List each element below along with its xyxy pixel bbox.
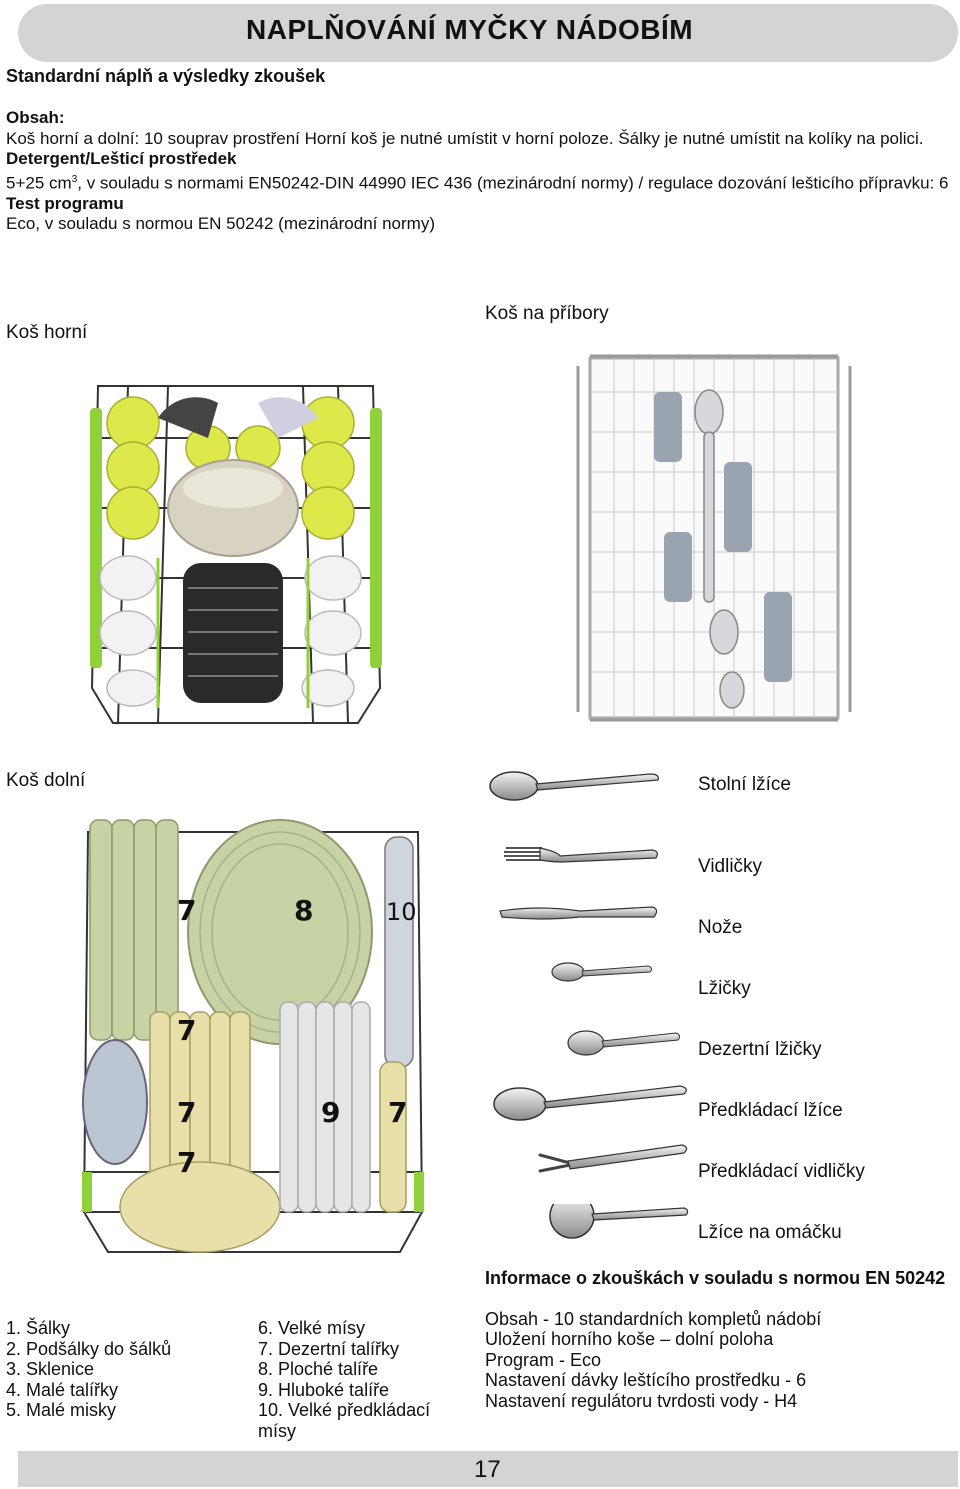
lower-basket-number-8: 8 <box>294 894 313 927</box>
test-info-block: Informace o zkouškách v souladu s normou… <box>485 1268 955 1411</box>
upper-basket-illustration <box>90 385 382 724</box>
legend-item: 8. Ploché talíře <box>258 1359 379 1379</box>
legend-right: 6. Velké mísy 7. Dezertní talířky 8. Plo… <box>258 1318 468 1441</box>
cutlery-label: Nože <box>698 917 743 938</box>
cutlery-label: Lžičky <box>698 978 751 999</box>
test-info-line: Nastavení regulátoru tvrdosti vody - H4 <box>485 1390 798 1411</box>
serving-fork-icon <box>538 1144 688 1173</box>
lower-basket-number-7-a: 7 <box>177 894 196 927</box>
legend-item: 6. Velké mísy <box>258 1318 366 1338</box>
detergent-text: 5+25 cm3, v souladu s normami EN50242-DI… <box>6 170 954 194</box>
test-info-line: Program - Eco <box>485 1349 602 1370</box>
test-info-title: Informace o zkouškách v souladu s normou… <box>485 1268 946 1288</box>
cutlery-item-serving-fork: Předkládací vidličky <box>480 1143 960 1201</box>
cutlery-item-ladle: Lžíce na omáčku <box>480 1204 960 1262</box>
contents-heading: Obsah: <box>6 108 65 127</box>
serving-spoon-icon <box>493 1085 687 1121</box>
cutlery-label: Stolní lžíce <box>698 774 791 795</box>
lower-basket-number-7-b: 7 <box>177 1014 196 1047</box>
cutlery-label: Předkládací vidličky <box>698 1161 865 1182</box>
cutlery-basket-label: Koš na příbory <box>485 303 609 324</box>
cutlery-item-table-spoon: Stolní lžíce <box>480 756 960 814</box>
cutlery-basket-illustration <box>576 354 852 722</box>
legend-item: 1. Šálky <box>6 1318 71 1338</box>
fork-icon <box>504 847 658 863</box>
legend-item: 4. Malé talířky <box>6 1379 119 1400</box>
intro-section: Obsah: Koš horní a dolní: 10 souprav pro… <box>6 108 954 235</box>
upper-basket-label: Koš horní <box>6 322 88 343</box>
lower-basket-number-7-e: 7 <box>177 1146 196 1179</box>
legend-item: 7. Dezertní talířky <box>258 1338 400 1359</box>
page-subtitle: Standardní náplň a výsledky zkoušek <box>6 66 326 86</box>
legend-left: 1. Šálky 2. Podšálky do šálků 3. Sklenic… <box>6 1318 171 1421</box>
detergent-heading: Detergent/Lešticí prostředek <box>6 149 237 168</box>
ladle-icon <box>549 1204 689 1239</box>
lower-basket-number-9: 9 <box>321 1096 340 1129</box>
cutlery-item-knife: Nože <box>480 899 960 957</box>
cutlery-item-serving-spoon: Předkládací lžíce <box>480 1082 960 1140</box>
detergent-amount: 5+25 cm <box>6 173 72 193</box>
legend-item: 10. Velké předkládací mísy <box>258 1400 431 1441</box>
lower-basket-number-7-d: 7 <box>388 1096 407 1129</box>
header-bar <box>18 4 958 62</box>
legend-item: 9. Hluboké talíře <box>258 1379 390 1400</box>
cutlery-label: Předkládací lžíce <box>698 1100 843 1121</box>
cutlery-label: Dezertní lžičky <box>698 1039 822 1060</box>
cutlery-label: Lžíce na omáčku <box>698 1222 842 1243</box>
lower-basket-illustration: 7 8 10 7 7 9 7 7 <box>82 819 424 1253</box>
lower-basket-number-7-c: 7 <box>177 1096 196 1129</box>
program-text: Eco, v souladu s normou EN 50242 (meziná… <box>6 214 435 234</box>
detergent-unit-sup: 3 <box>71 173 78 185</box>
page-title: NAPLŇOVÁNÍ MYČKY NÁDOBÍM <box>246 14 694 45</box>
detergent-norms: , v souladu s normami EN50242-DIN 44990 … <box>77 173 949 193</box>
teaspoon-icon <box>551 962 653 982</box>
cutlery-label: Vidličky <box>698 856 763 877</box>
knife-icon <box>499 906 658 920</box>
lower-basket-number-10: 10 <box>386 898 417 926</box>
contents-text: Koš horní a dolní: 10 souprav prostření … <box>6 128 924 148</box>
lower-basket-label: Koš dolní <box>6 770 86 791</box>
legend-item: 5. Malé misky <box>6 1400 117 1420</box>
legend-item: 2. Podšálky do šálků <box>6 1338 172 1359</box>
footer-bar <box>18 1451 958 1487</box>
test-info-line: Uložení horního koše – dolní poloha <box>485 1329 774 1349</box>
cutlery-item-teaspoon: Lžičky <box>480 960 960 1018</box>
dessert-spoon-icon <box>567 1030 680 1056</box>
cutlery-item-fork: Vidličky <box>480 838 960 896</box>
cutlery-item-dessert-spoon: Dezertní lžičky <box>480 1021 960 1079</box>
legend-item: 3. Sklenice <box>6 1359 95 1379</box>
page-number: 17 <box>474 1456 501 1483</box>
program-heading: Test programu <box>6 193 124 213</box>
test-info-line: Obsah - 10 standardních kompletů nádobí <box>485 1308 822 1329</box>
table-spoon-icon <box>489 771 659 801</box>
test-info-line: Nastavení dávky leštícího prostředku - 6 <box>485 1370 807 1390</box>
